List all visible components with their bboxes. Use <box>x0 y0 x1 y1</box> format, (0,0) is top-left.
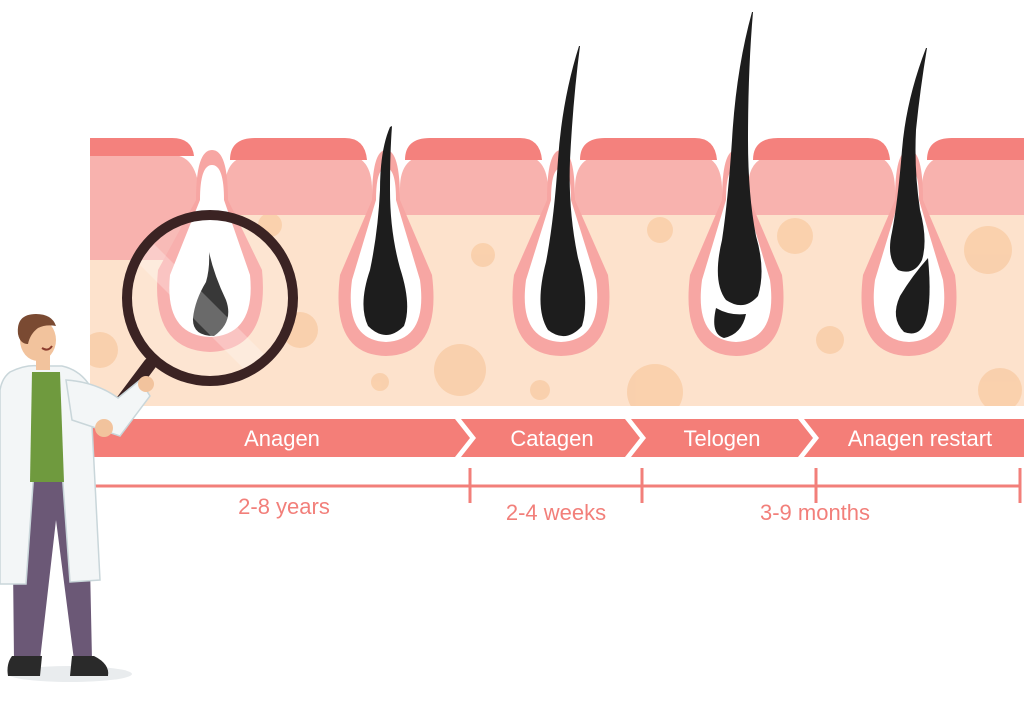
hair-catagen <box>363 126 408 335</box>
phase-label-anagen: Anagen <box>244 426 320 451</box>
phase-banner: Anagen Catagen Telogen Anagen restart <box>92 419 1024 457</box>
scientist-character <box>0 314 154 682</box>
shoe-left <box>7 656 42 676</box>
hairs <box>192 12 930 338</box>
phase-label-telogen: Telogen <box>683 426 760 451</box>
hair-bulb-anagen <box>192 252 229 336</box>
hair-restart-old <box>890 48 927 272</box>
fat-cells <box>90 213 1022 406</box>
phase-label-anagen-restart: Anagen restart <box>848 426 992 451</box>
follicle-anagen <box>157 150 263 352</box>
duration-label-catagen: 2-4 weeks <box>506 500 606 525</box>
phase-arrow-anagen-restart <box>804 419 1024 457</box>
shoe-right <box>70 656 109 676</box>
duration-label-anagen: 2-8 years <box>238 494 330 519</box>
smile <box>41 345 53 351</box>
duration-timeline <box>91 468 1022 503</box>
hand-lower <box>95 419 113 437</box>
magnifying-glass-icon <box>101 210 298 427</box>
coat-sleeve <box>65 378 151 437</box>
hand-upper <box>138 376 154 392</box>
hair <box>17 314 56 344</box>
epidermis-layer <box>90 138 1024 260</box>
hair-restart-new <box>895 258 930 334</box>
sweater <box>30 372 64 482</box>
duration-label-telogen: 3-9 months <box>760 500 870 525</box>
phase-arrow-anagen <box>92 419 470 457</box>
hair-exogen <box>717 12 762 306</box>
phase-label-catagen: Catagen <box>510 426 593 451</box>
hair-exogen-new <box>714 308 746 338</box>
phase-arrow-catagen <box>461 419 640 457</box>
phase-arrow-telogen <box>631 419 813 457</box>
hair-telogen <box>540 46 586 337</box>
